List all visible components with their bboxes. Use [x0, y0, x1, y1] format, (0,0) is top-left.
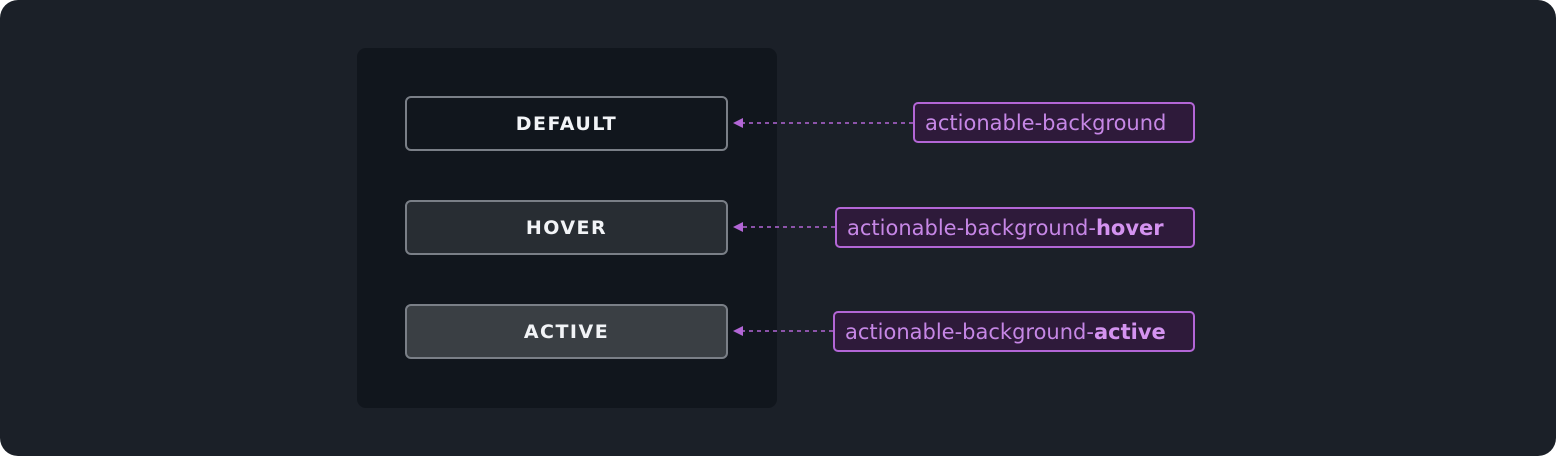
arrowhead-hover [733, 222, 743, 232]
active-state-button: ACTIVE [405, 304, 728, 359]
default-state-button: DEFAULT [405, 96, 728, 151]
token-label-active: actionable-background-active [833, 311, 1195, 352]
token-label-hover: actionable-background-hover [835, 207, 1195, 248]
hover-state-button: HOVER [405, 200, 728, 255]
token-active-prefix: actionable-background- [845, 319, 1094, 344]
token-active-suffix: active [1093, 319, 1166, 344]
token-hover-prefix: actionable-background- [847, 215, 1096, 240]
token-label-default: actionable-background [913, 102, 1195, 143]
arrowhead-default [733, 118, 743, 128]
arrowhead-active [733, 326, 743, 336]
token-hover-suffix: hover [1095, 215, 1164, 240]
token-default-prefix: actionable-background [925, 110, 1167, 135]
